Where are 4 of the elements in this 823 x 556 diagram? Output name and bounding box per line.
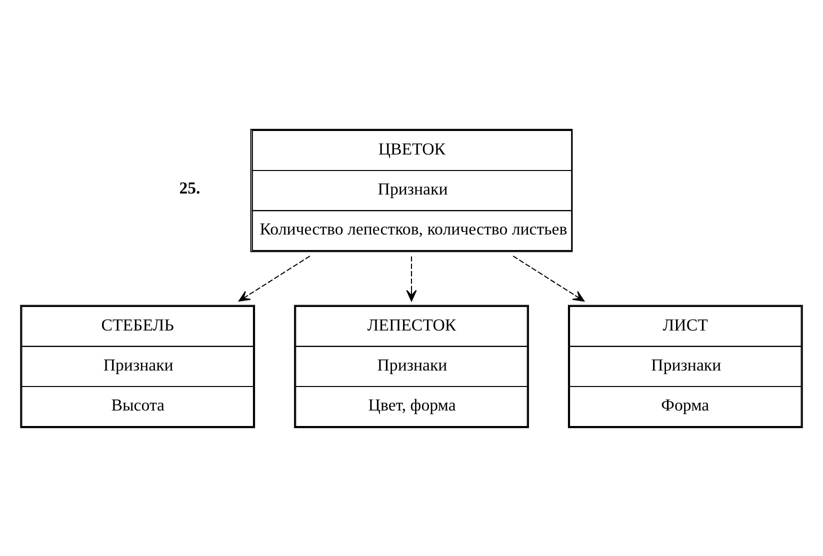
label: 25. — [179, 178, 200, 197]
arrow — [512, 255, 584, 302]
arrow — [406, 256, 417, 301]
arrow — [238, 255, 310, 302]
